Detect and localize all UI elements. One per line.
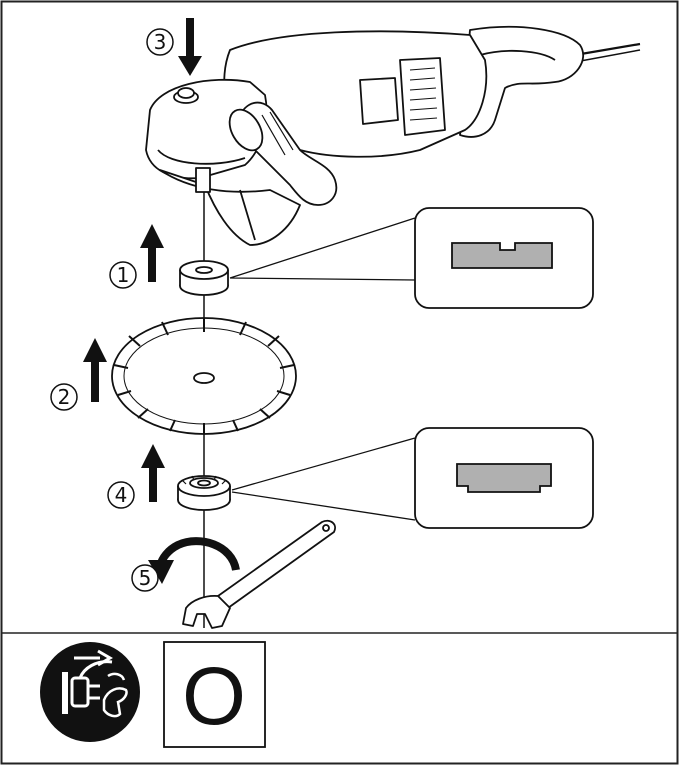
step-1-arrow [140, 224, 164, 282]
switch-off-indicator: O [163, 641, 266, 748]
lock-nut-profile-inset [231, 427, 594, 529]
switch-off-letter: O [182, 651, 246, 742]
inner-flange [179, 260, 229, 296]
step-3-label: 3 [146, 28, 174, 56]
step-1-label: 1 [109, 261, 137, 289]
step-1-number: 1 [117, 263, 130, 287]
lock-nut [177, 475, 231, 511]
lock-nut-wrench [182, 519, 336, 629]
step-5-number: 5 [139, 566, 152, 590]
step-3-number: 3 [154, 30, 167, 54]
step-2-arrow [83, 338, 107, 402]
diamond-wheel [111, 317, 297, 435]
step-2-label: 2 [50, 383, 78, 411]
lock-nut-profile-shape [456, 463, 552, 493]
step-4-label: 4 [107, 481, 135, 509]
angle-grinder [145, 25, 641, 246]
step-4-arrow [141, 444, 165, 502]
step-3-arrow [178, 18, 202, 76]
step-4-number: 4 [115, 483, 128, 507]
unplug-power-icon [40, 642, 140, 742]
inner-flange-profile-shape [451, 242, 553, 269]
step-2-number: 2 [58, 385, 71, 409]
step-5-rotate-arrow [148, 537, 240, 584]
inner-flange-profile-inset [229, 207, 594, 309]
step-5-label: 5 [131, 564, 159, 592]
